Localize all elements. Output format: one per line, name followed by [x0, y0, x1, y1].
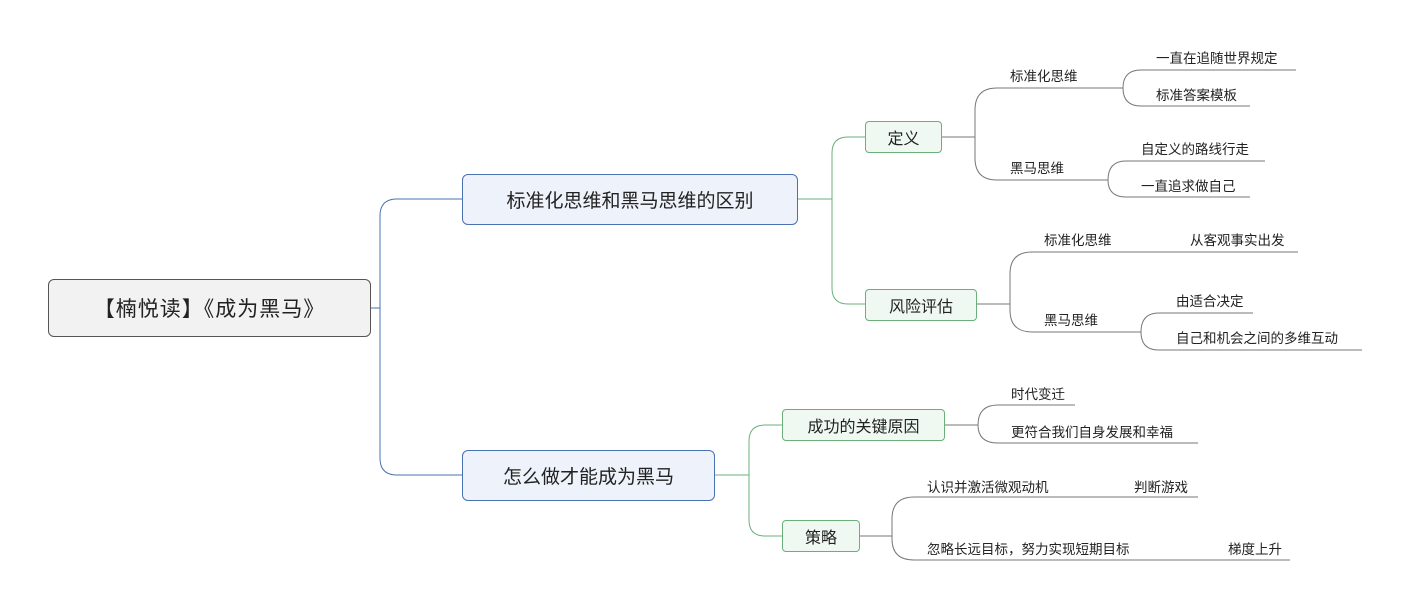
risk-darkhorse-item-1[interactable]: 由适合决定	[1176, 294, 1244, 310]
risk-standard-item-1[interactable]: 从客观事实出发	[1190, 233, 1285, 249]
connector-def-standard-items	[1122, 69, 1296, 107]
def-standard-item-2[interactable]: 标准答案模板	[1156, 88, 1237, 104]
strategy-1-label[interactable]: 认识并激活微观动机	[927, 480, 1049, 496]
connector-reason-items	[945, 404, 1198, 444]
root-topic[interactable]: 【楠悦读】《成为黑马》	[48, 279, 371, 337]
topic-definition[interactable]: 定义	[865, 121, 942, 153]
connector-how-to-children	[715, 424, 782, 537]
risk-darkhorse-item-2[interactable]: 自己和机会之间的多维互动	[1176, 331, 1338, 347]
strategy-2-label[interactable]: 忽略长远目标，努力实现短期目标	[927, 542, 1130, 558]
connector-def-darkhorse-items	[1107, 160, 1265, 198]
topic-success-reason[interactable]: 成功的关键原因	[782, 409, 945, 441]
strategy-1-item[interactable]: 判断游戏	[1134, 480, 1188, 496]
def-standard-item-1[interactable]: 一直在追随世界规定	[1156, 51, 1278, 67]
strategy-2-item[interactable]: 梯度上升	[1228, 542, 1282, 558]
connector-strategy-items	[860, 496, 1290, 561]
connector-definition	[942, 87, 1123, 181]
connector-risk	[977, 251, 1298, 333]
topic-strategy[interactable]: 策略	[782, 520, 860, 552]
def-darkhorse-item-1[interactable]: 自定义的路线行走	[1141, 142, 1249, 158]
topic-risk-assessment[interactable]: 风险评估	[865, 289, 977, 321]
def-standard-label[interactable]: 标准化思维	[1010, 69, 1078, 85]
def-darkhorse-label[interactable]: 黑马思维	[1010, 161, 1064, 177]
reason-item-1[interactable]: 时代变迁	[1011, 387, 1065, 403]
topic-how-to-become[interactable]: 怎么做才能成为黑马	[462, 450, 715, 501]
connector-diff-to-children	[798, 136, 865, 305]
reason-item-2[interactable]: 更符合我们自身发展和幸福	[1011, 425, 1173, 441]
connector-root-to-branches	[371, 198, 462, 476]
risk-darkhorse-label[interactable]: 黑马思维	[1044, 313, 1098, 329]
def-darkhorse-item-2[interactable]: 一直追求做自己	[1141, 179, 1236, 195]
topic-difference[interactable]: 标准化思维和黑马思维的区别	[462, 174, 798, 225]
risk-standard-label[interactable]: 标准化思维	[1044, 233, 1112, 249]
connector-risk-darkhorse-items	[1140, 312, 1362, 351]
